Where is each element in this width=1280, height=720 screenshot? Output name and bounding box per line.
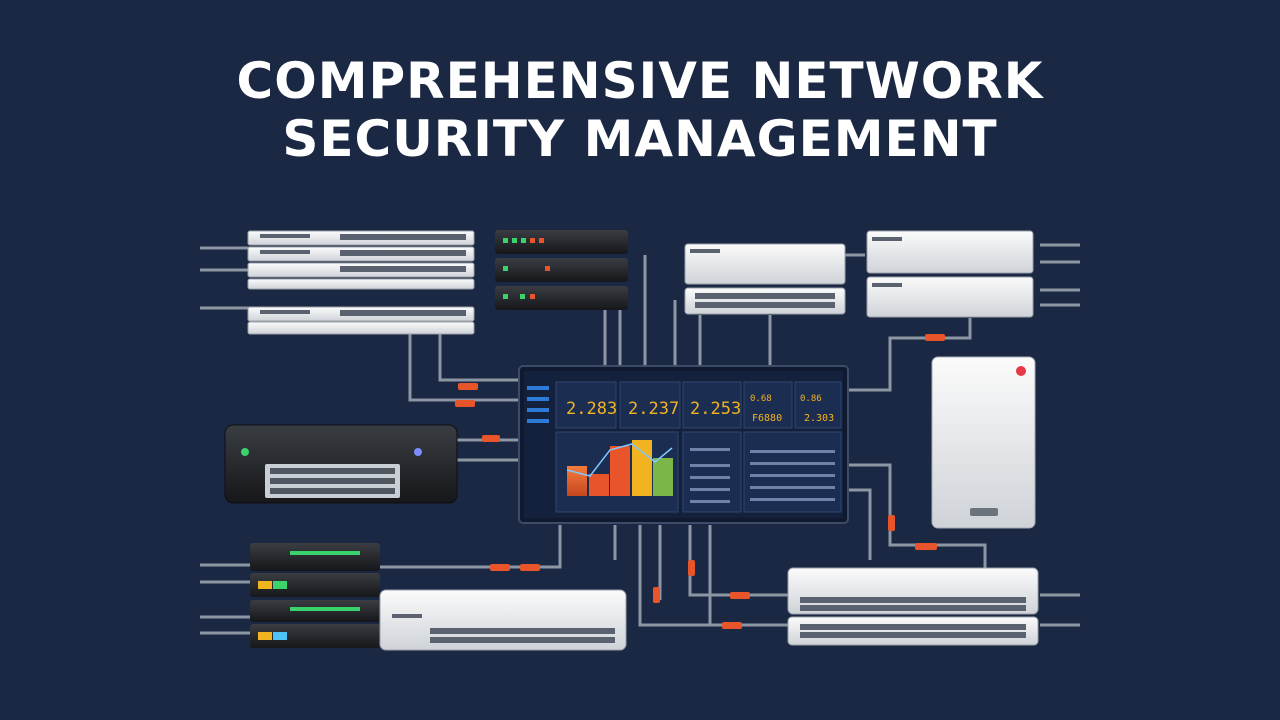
server-chassis — [224, 424, 458, 504]
kpi-value-1: 2.283 — [566, 399, 617, 419]
appliances-top-right — [684, 230, 1034, 318]
kpi-value-3: 2.253 — [690, 399, 741, 419]
headline-line-1: COMPREHENSIVE NETWORK — [236, 52, 1044, 110]
side-value-3: 0.86 — [800, 394, 822, 404]
core-switch-bottom — [379, 589, 627, 651]
kpi-value-2: 2.237 — [628, 399, 679, 419]
side-value-2: F6880 — [752, 413, 782, 424]
switch-stack-bottom-left — [250, 543, 380, 648]
firewall-stack-top — [495, 230, 628, 310]
headline-line-2: SECURITY MANAGEMENT — [282, 110, 998, 168]
dashboard-monitor: 2.283 2.237 2.253 0.68 F6880 0.86 2.303 — [518, 365, 849, 524]
cables — [200, 243, 1080, 635]
rack-switches-top-left — [247, 230, 475, 335]
cable-connectors — [455, 334, 945, 629]
switches-bottom-right — [787, 567, 1039, 646]
dashboard-bar-chart — [566, 440, 673, 496]
side-value-4: 2.303 — [804, 413, 834, 424]
side-value-1: 0.68 — [750, 394, 772, 404]
wall-security-appliance — [931, 356, 1036, 529]
headline: COMPREHENSIVE NETWORK SECURITY MANAGEMEN… — [0, 52, 1280, 168]
